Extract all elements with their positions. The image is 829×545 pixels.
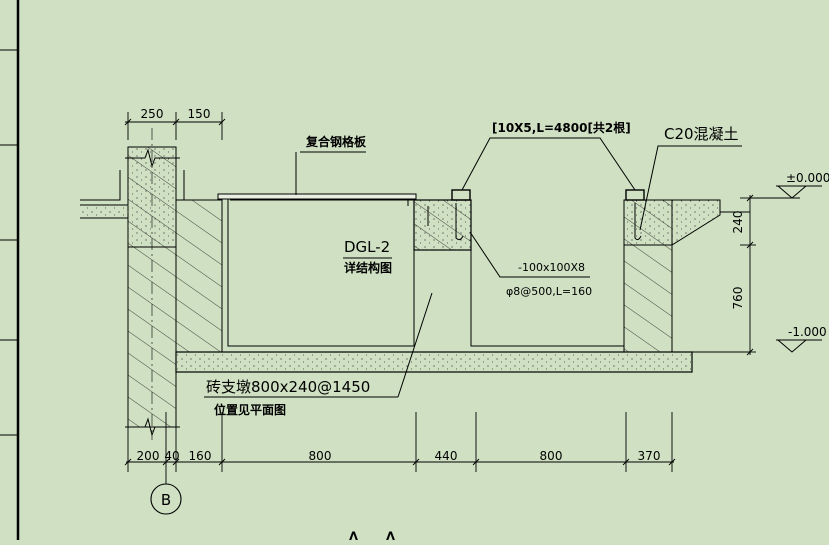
label-plate: -100x100X8 (518, 261, 585, 274)
label-pier-note: 位置见平面图 (214, 402, 286, 417)
steel-grating (217, 193, 417, 206)
right-wall (623, 189, 750, 353)
level-marker-top (750, 185, 822, 199)
dim-right-1: 240 (731, 211, 745, 234)
dim-bottom-7: 370 (638, 449, 661, 463)
level-marker-bottom (776, 339, 822, 353)
label-level-bottom: -1.000 (788, 325, 827, 339)
dimension-lines (124, 112, 756, 472)
label-dgl: DGL-2 (344, 238, 390, 256)
label-dgl-note: 详结构图 (344, 260, 392, 275)
dim-bottom-6: 800 (540, 449, 563, 463)
dim-bottom-5: 440 (435, 449, 458, 463)
label-concrete: C20混凝土 (664, 125, 739, 143)
dim-bottom-3: 160 (189, 449, 212, 463)
label-steel-grating: 复合钢格板 (305, 134, 367, 149)
dim-bottom-2: 40 (164, 449, 179, 463)
dim-top-1: 250 (141, 107, 164, 121)
axis-label: B (161, 491, 171, 509)
title-block-edge (0, 0, 20, 540)
dim-bottom-4: 800 (309, 449, 332, 463)
dim-right-2: 760 (731, 287, 745, 310)
label-level-top: ±0.000 (786, 171, 829, 185)
section-title: A—A (346, 529, 398, 540)
base-slab (175, 351, 693, 373)
label-rebar: φ8@500,L=160 (506, 285, 592, 298)
dim-top-2: 150 (188, 107, 211, 121)
label-pier: 砖支墩800x240@1450 (206, 378, 370, 396)
left-brick-wall (80, 128, 223, 440)
dgl-beam (413, 189, 472, 251)
label-angle-steel: [10X5,L=4800[共2根] (492, 120, 631, 135)
leader-lines (204, 137, 742, 398)
axis-marker-b: B (150, 472, 182, 515)
dim-bottom-1: 200 (137, 449, 160, 463)
